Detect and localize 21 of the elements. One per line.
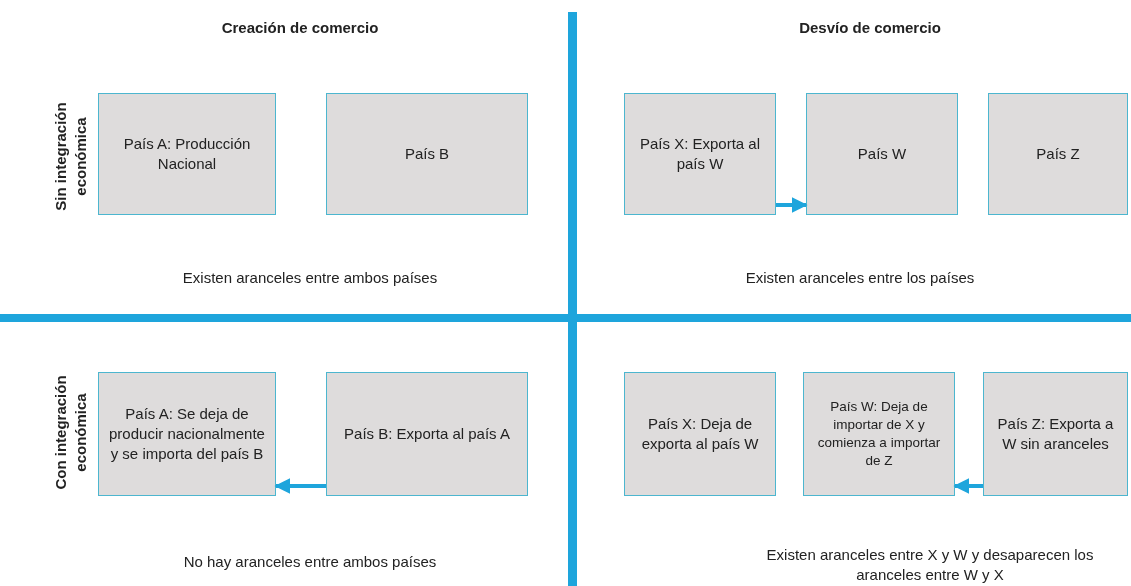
country-box: País X: Deja de exporta al país W: [624, 372, 776, 496]
column-heading: Desvío de comercio: [798, 18, 942, 38]
column-heading: Creación de comercio: [220, 18, 380, 38]
country-box: País A: Producción Nacional: [98, 93, 276, 215]
country-box: País Z: Exporta a W sin aranceles: [983, 372, 1128, 496]
country-box: País W: Deja de importar de X y comienza a importar de Z: [803, 372, 955, 496]
arrow: [953, 478, 983, 494]
country-box: País X: Exporta al país W: [624, 93, 776, 215]
arrow: [274, 478, 326, 494]
country-box: País W: [806, 93, 958, 215]
country-box: País Z: [988, 93, 1128, 215]
row-heading: Con integración económica: [50, 374, 89, 492]
note-text: Existen aranceles entre X y W y desaparecen los aranceles entre W y X: [765, 545, 1095, 584]
note-text: Existen aranceles entre ambos países: [181, 268, 439, 288]
arrow: [776, 197, 808, 213]
note-text: No hay aranceles entre ambos países: [182, 552, 438, 572]
country-box: País B: [326, 93, 528, 215]
note-text: Existen aranceles entre los países: [744, 268, 976, 288]
country-box: País A: Se deja de producir nacionalmente y se importa del país B: [98, 372, 276, 496]
row-heading: Sin integración económica: [50, 101, 89, 213]
country-box: País B: Exporta al país A: [326, 372, 528, 496]
